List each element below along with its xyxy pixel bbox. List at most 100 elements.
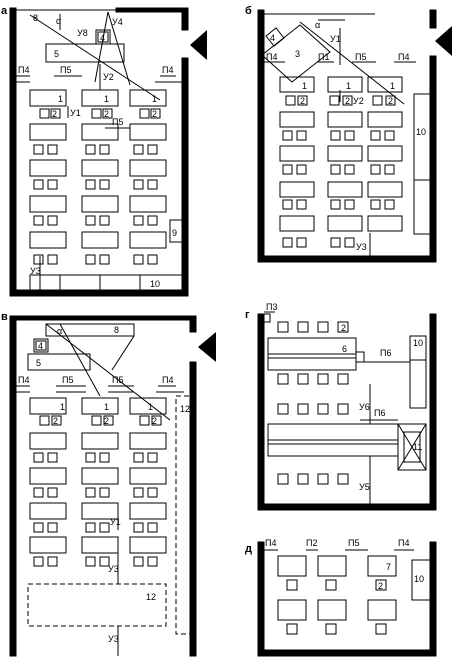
panel-a-letter: а xyxy=(1,5,8,17)
panel-a-alpha: α xyxy=(56,16,61,26)
panel-d-left-wall xyxy=(257,541,265,657)
panel-d-label-10: 10 xyxy=(414,574,424,584)
panel-v-box-5 xyxy=(27,353,91,371)
panel-d-n4: П4 xyxy=(265,538,276,548)
panel-g-right-wall xyxy=(429,313,437,511)
panel-g xyxy=(257,311,437,511)
panel-b-y2: У2 xyxy=(353,96,364,106)
panel-b-n4: П4 xyxy=(266,52,277,62)
panel-v xyxy=(9,315,216,657)
panel-v-label-12-side: 12 xyxy=(180,404,190,414)
panel-g-left-wall xyxy=(257,313,265,511)
panel-d-n2: П2 xyxy=(306,538,317,548)
panel-g-label-11: 11 xyxy=(413,442,422,452)
panel-g-y5: У5 xyxy=(359,482,370,492)
panel-a-desk-1b: 1 xyxy=(104,94,109,104)
panel-b-n5: П5 xyxy=(355,52,366,62)
panel-b-n4-right: П4 xyxy=(398,52,409,62)
panel-b-box-4 xyxy=(265,27,285,47)
panel-v-y3: У3 xyxy=(108,564,119,574)
panel-v-label-4: 4 xyxy=(38,341,43,351)
panel-b-letter: б xyxy=(245,5,252,17)
panel-g-seats xyxy=(277,321,349,485)
panel-a-label-4: 4 xyxy=(100,33,105,43)
panel-g-text: г П3 2 6 П6 П6 10 11 У6 У5 xyxy=(245,302,423,492)
panel-a-label-8: 8 xyxy=(33,13,38,23)
panel-b-box-3 xyxy=(261,24,331,83)
panel-b-desk-1b: 1 xyxy=(346,81,351,91)
panel-a-n5-mid: П5 xyxy=(112,117,123,127)
panel-b-box-10 xyxy=(413,93,431,235)
panel-g-box-11 xyxy=(397,423,427,471)
panel-d-label-2: 2 xyxy=(378,581,383,591)
panel-b-label-3: 3 xyxy=(295,49,300,59)
panel-b-text: б 4 3 α У1 П4 П1 П5 П4 У2 У3 1 1 1 2 2 2… xyxy=(245,5,426,252)
panel-b-seat-2c: 2 xyxy=(388,96,393,106)
panel-v-zone-12-side xyxy=(175,395,191,635)
panel-b-label-10: 10 xyxy=(416,127,426,137)
panel-v-alpha: α xyxy=(57,326,62,336)
panel-b-desk-1c: 1 xyxy=(390,81,395,91)
panel-a xyxy=(9,7,207,297)
panel-b-desk-1a: 1 xyxy=(302,81,307,91)
panel-v-letter: в xyxy=(1,311,8,323)
panel-v-n4-right: П4 xyxy=(162,375,173,385)
panel-d-n4-right: П4 xyxy=(398,538,409,548)
panel-b-label-4: 4 xyxy=(270,33,275,43)
panel-d-n5: П5 xyxy=(348,538,359,548)
panel-b-y3: У3 xyxy=(356,242,367,252)
panel-v-desk-1c: 1 xyxy=(148,402,153,412)
panel-b-seat-2a: 2 xyxy=(300,96,305,106)
panel-a-y3: У3 xyxy=(30,266,41,276)
panel-g-n6b: П6 xyxy=(374,408,385,418)
panel-v-n5b: П5 xyxy=(112,375,123,385)
panel-a-label-5: 5 xyxy=(54,49,59,59)
panel-g-box-10 xyxy=(409,335,427,409)
panel-v-y3b: У3 xyxy=(108,634,119,644)
panel-v-label-12-bottom: 12 xyxy=(146,592,156,602)
panel-d-label-7: 7 xyxy=(386,562,391,572)
panel-g-y6: У6 xyxy=(359,402,370,412)
panel-d-letter: д xyxy=(245,543,252,555)
panel-a-top-wall-right xyxy=(115,7,189,13)
panel-b-right-wall xyxy=(429,55,437,263)
panel-d-right-wall xyxy=(429,541,437,657)
panel-a-n4-left: П4 xyxy=(18,65,29,75)
panel-g-bottom-wall xyxy=(257,503,437,511)
panel-b-seat-2b: 2 xyxy=(345,96,350,106)
panel-v-seat-2c: 2 xyxy=(152,416,157,426)
panel-v-desk-1b: 1 xyxy=(104,402,109,412)
panel-b-left-wall xyxy=(257,9,265,263)
panel-b-bottom-wall xyxy=(257,255,437,263)
panel-a-box-5 xyxy=(45,43,125,63)
panel-g-n3: П3 xyxy=(266,302,277,312)
panel-d xyxy=(257,541,437,657)
panel-a-left-wall xyxy=(9,7,17,297)
panel-v-text: в 8 α 4 5 П4 П5 П5 П4 У1 У3 У3 1 1 1 2 2… xyxy=(1,311,190,644)
panel-v-n4-left: П4 xyxy=(18,375,29,385)
panel-a-y8: У8 xyxy=(77,28,88,38)
panel-v-seat-2b: 2 xyxy=(104,416,109,426)
panel-b-alpha: α xyxy=(315,20,320,30)
panel-a-seat-2b: 2 xyxy=(104,109,109,119)
panel-a-desk-1c: 1 xyxy=(152,94,157,104)
panel-g-letter: г xyxy=(245,309,250,321)
panel-b-n1: П1 xyxy=(318,52,329,62)
panel-g-label-10: 10 xyxy=(413,338,423,348)
panel-a-desks xyxy=(29,89,167,265)
panel-a-label-10: 10 xyxy=(150,279,160,289)
panel-a-y1: У1 xyxy=(70,108,81,118)
panel-v-zone-12-bottom xyxy=(27,583,167,627)
panel-a-seat-2c: 2 xyxy=(152,109,157,119)
panel-d-box-10 xyxy=(411,559,431,601)
panel-d-text: д П4 П2 П5 П4 7 2 10 xyxy=(245,538,424,591)
panel-g-n6: П6 xyxy=(380,348,391,358)
panel-a-seat-2a: 2 xyxy=(52,109,57,119)
panel-v-label-5: 5 xyxy=(36,358,41,368)
panel-a-box-9 xyxy=(169,219,183,243)
panel-b-desks xyxy=(279,76,403,248)
panel-b-y1: У1 xyxy=(330,34,341,44)
panel-v-right-wall xyxy=(189,361,197,657)
panel-a-right-wall xyxy=(181,57,189,297)
